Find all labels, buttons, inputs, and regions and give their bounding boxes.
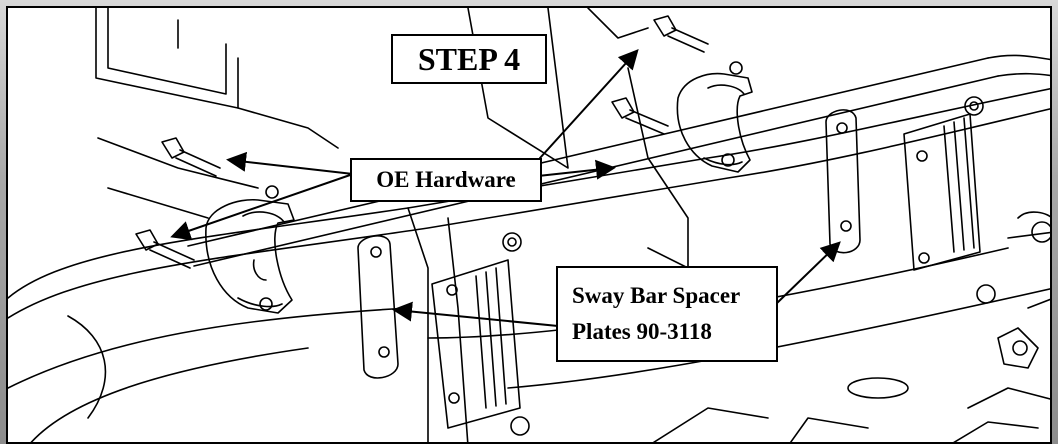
spacer-plate-right bbox=[825, 109, 861, 254]
spacer-callout-line2: Plates 90-3118 bbox=[572, 319, 712, 344]
bushing-clamp-right bbox=[676, 61, 753, 173]
mounting-bracket-left bbox=[431, 232, 530, 436]
spacer-plates-callout: Sway Bar Spacer Plates 90-3118 bbox=[556, 266, 778, 362]
leader-arrows bbox=[170, 49, 841, 327]
bushing-clamp-left bbox=[205, 185, 295, 314]
step-title: STEP 4 bbox=[391, 34, 547, 84]
spacer-callout-line1: Sway Bar Spacer bbox=[572, 283, 741, 308]
diagram-canvas: STEP 4 OE Hardware Sway Bar Spacer Plate… bbox=[6, 6, 1052, 444]
frame-hardware-right bbox=[953, 211, 1050, 442]
bolt-upper-right bbox=[653, 15, 709, 53]
bolt-upper-left bbox=[161, 137, 221, 177]
spacer-plate-left bbox=[357, 235, 399, 379]
bolt-lower-left bbox=[135, 229, 195, 269]
mounting-bracket-right bbox=[903, 96, 996, 304]
frame-bracket-upper-left bbox=[95, 8, 339, 219]
bolt-middle-right bbox=[611, 97, 669, 135]
oe-hardware-callout: OE Hardware bbox=[350, 158, 542, 202]
